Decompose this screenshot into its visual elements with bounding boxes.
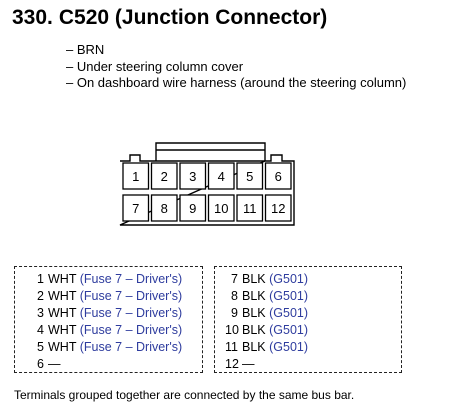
wire-destination: (Fuse 7 – Driver's) xyxy=(79,323,183,337)
pin-cell-8 xyxy=(150,194,178,222)
wire-color: WHT xyxy=(48,306,77,320)
pin-label-5: 5 xyxy=(246,169,253,184)
connector-latch xyxy=(155,142,266,161)
page-title: 330.C520 (Junction Connector) xyxy=(12,6,327,30)
wire-destination: (Fuse 7 – Driver's) xyxy=(79,340,183,354)
pin-cell-9 xyxy=(179,194,207,222)
pin-label-3: 3 xyxy=(189,169,196,184)
pin-cell-2 xyxy=(150,162,178,190)
wire-destination: (G501) xyxy=(269,272,309,286)
pin-label-6: 6 xyxy=(275,169,282,184)
wire-color: — xyxy=(48,357,61,371)
wire-color: BLK xyxy=(242,272,266,286)
wire-color: BLK xyxy=(242,340,266,354)
pin-row-2: 2 WHT (Fuse 7 – Driver's) xyxy=(32,288,182,305)
pin-row-9: 9 BLK (G501) xyxy=(225,305,308,322)
note-color: – BRN xyxy=(66,42,105,57)
footer-note: Terminals grouped together are connected… xyxy=(14,388,355,402)
pin-label-2: 2 xyxy=(161,169,168,184)
pin-label-9: 9 xyxy=(189,201,196,216)
pin-cell-12 xyxy=(264,194,292,222)
wire-destination: (G501) xyxy=(269,289,309,303)
pin-label-11: 11 xyxy=(243,201,257,216)
pin-cell-6 xyxy=(264,162,292,190)
pin-row-4: 4 WHT (Fuse 7 – Driver's) xyxy=(32,322,182,339)
pin-row-11: 11 BLK (G501) xyxy=(225,339,308,356)
pin-number: 1 xyxy=(37,272,44,286)
pin-row-8: 8 BLK (G501) xyxy=(225,288,308,305)
wire-color: — xyxy=(242,357,255,371)
pin-number: 6 xyxy=(37,357,44,371)
pin-cell-1 xyxy=(122,162,150,190)
pin-label-8: 8 xyxy=(161,201,168,216)
section-number: 330. xyxy=(12,6,53,29)
wire-color: WHT xyxy=(48,272,77,286)
pin-number: 3 xyxy=(37,306,44,320)
pin-label-1: 1 xyxy=(132,169,139,184)
wire-destination: (Fuse 7 – Driver's) xyxy=(79,289,183,303)
pin-number: 2 xyxy=(37,289,44,303)
pin-cell-7 xyxy=(122,194,150,222)
pin-number: 8 xyxy=(231,289,238,303)
pin-cell-3 xyxy=(179,162,207,190)
pin-label-10: 10 xyxy=(214,201,228,216)
pin-cell-4 xyxy=(207,162,235,190)
pin-label-4: 4 xyxy=(218,169,225,184)
wire-destination: (Fuse 7 – Driver's) xyxy=(79,306,183,320)
pin-number: 12 xyxy=(225,357,239,371)
pin-row-7: 7 BLK (G501) xyxy=(225,271,308,288)
connector-notes: – BRN – Under steering column cover – On… xyxy=(66,42,406,92)
wire-color: BLK xyxy=(242,306,266,320)
wire-color: WHT xyxy=(48,289,77,303)
pin-row-1: 1 WHT (Fuse 7 – Driver's) xyxy=(32,271,182,288)
wire-color: WHT xyxy=(48,323,77,337)
pin-number: 11 xyxy=(225,340,238,354)
pin-number: 7 xyxy=(231,272,238,286)
pin-number: 4 xyxy=(37,323,44,337)
wire-color: BLK xyxy=(242,289,266,303)
pin-cell-10 xyxy=(207,194,235,222)
note-location: – Under steering column cover xyxy=(66,58,244,74)
pin-row-6: 6— xyxy=(32,356,182,373)
pin-number: 10 xyxy=(225,323,239,337)
pin-label-7: 7 xyxy=(132,201,139,216)
wire-color: WHT xyxy=(48,340,77,354)
pin-row-5: 5 WHT (Fuse 7 – Driver's) xyxy=(32,339,182,356)
pin-number: 5 xyxy=(37,340,44,354)
connector-title: C520 (Junction Connector) xyxy=(58,6,328,29)
wire-color: BLK xyxy=(242,323,266,337)
connector-body xyxy=(119,154,295,226)
wire-destination: (Fuse 7 – Driver's) xyxy=(79,272,183,286)
pin-number: 9 xyxy=(231,306,238,320)
wire-destination: (G501) xyxy=(269,306,309,320)
pin-row-3: 3 WHT (Fuse 7 – Driver's) xyxy=(32,305,182,322)
pin-cell-11 xyxy=(236,194,264,222)
wire-destination: (G501) xyxy=(269,323,309,337)
pin-row-12: 12— xyxy=(225,356,308,373)
note-harness: – On dashboard wire harness (around the … xyxy=(66,75,407,90)
wire-destination: (G501) xyxy=(269,340,309,354)
pin-label-12: 12 xyxy=(271,201,285,216)
pin-cell-5 xyxy=(236,162,264,190)
